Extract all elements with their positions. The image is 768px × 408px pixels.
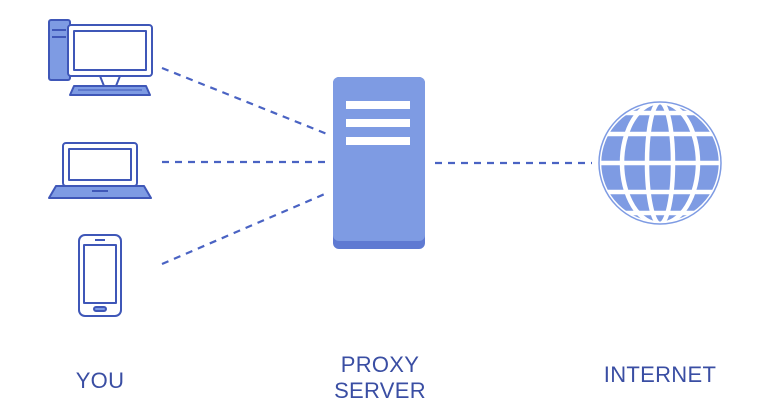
smartphone-icon (78, 234, 122, 317)
server-slot (346, 119, 410, 127)
desktop-computer-icon (48, 19, 153, 96)
connection-lines (161, 66, 592, 266)
internet-label: INTERNET (580, 362, 740, 388)
internet-label-text: INTERNET (603, 362, 717, 387)
desktop-to-proxy-line (161, 66, 328, 136)
you-label: YOU (50, 368, 150, 394)
proxy-label-line2: SERVER (334, 378, 426, 403)
globe-icon (596, 99, 724, 227)
laptop-icon (48, 142, 152, 199)
proxy-label-line1: PROXY (340, 352, 420, 377)
proxy-server-label: PROXY SERVER (300, 352, 460, 404)
phone-to-proxy-line (161, 191, 328, 266)
you-label-text: YOU (75, 368, 125, 393)
server-slot (346, 137, 410, 145)
server-icon (333, 77, 425, 249)
server-slot (346, 101, 410, 109)
